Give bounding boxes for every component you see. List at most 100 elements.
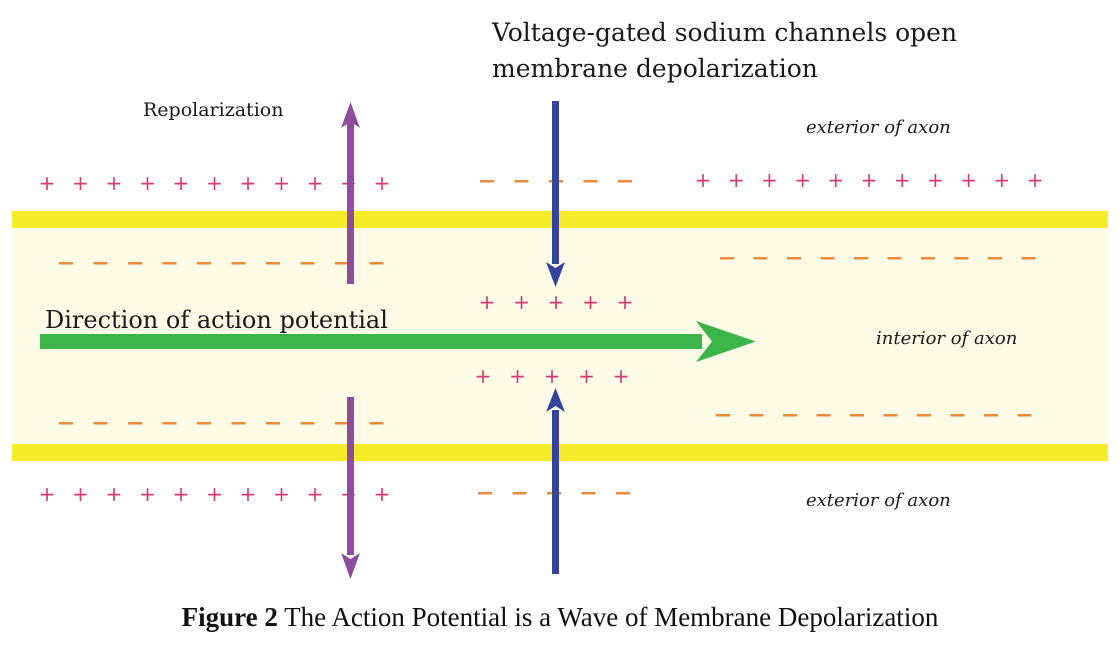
negative-charge	[1017, 414, 1032, 417]
direction-label: Direction of action potential	[45, 306, 388, 334]
charge-markers: + + + + + + + + + + + + + + + + + + + + + + + + + + + + + + + + + + + + + + + +…	[39, 168, 1044, 506]
positive-charge: +	[960, 168, 977, 192]
negative-charge	[266, 422, 280, 425]
negative-charge	[478, 492, 492, 495]
positive-charge: +	[206, 171, 223, 195]
negative-charge	[162, 422, 177, 425]
negative-charge	[162, 262, 177, 265]
positive-charge: +	[173, 171, 190, 195]
positive-charge: +	[240, 482, 257, 506]
negative-charge	[300, 262, 315, 265]
negative-charge	[787, 257, 801, 260]
negative-charge	[716, 414, 730, 417]
positive-charge: +	[475, 364, 492, 388]
negative-charge	[581, 492, 596, 495]
negative-charge	[369, 422, 384, 425]
positive-charge: +	[1027, 168, 1044, 192]
exterior-bottom-label: exterior of axon	[806, 490, 951, 511]
positive-charge: +	[827, 168, 844, 192]
membrane-top	[12, 211, 1108, 228]
positive-charge: +	[39, 482, 56, 506]
negative-charge	[480, 180, 494, 183]
positive-charge: +	[139, 171, 156, 195]
positive-charge: +	[894, 168, 911, 192]
positive-charge: +	[578, 364, 595, 388]
negative-charge	[616, 492, 630, 495]
exterior-top-label: exterior of axon	[806, 117, 951, 138]
positive-charge: +	[374, 171, 391, 195]
depolarization-arrow-down	[546, 101, 565, 287]
negative-charge	[583, 180, 598, 183]
negative-charge	[128, 262, 142, 265]
negative-charge	[850, 414, 864, 417]
membrane-bottom	[12, 444, 1108, 461]
negative-charge	[887, 257, 902, 260]
negative-charge	[950, 414, 965, 417]
negative-charge	[921, 257, 935, 260]
negative-charge	[266, 262, 280, 265]
negative-charge	[128, 422, 142, 425]
negative-charge	[231, 422, 246, 425]
positive-charge: +	[479, 290, 496, 314]
positive-charge: +	[106, 482, 123, 506]
negative-charge	[335, 422, 349, 425]
negative-charge	[335, 262, 349, 265]
positive-charge: +	[695, 168, 712, 192]
negative-charge	[954, 257, 969, 260]
negative-charge	[369, 262, 384, 265]
positive-charge: +	[72, 482, 89, 506]
sodium-channels-label: Voltage-gated sodium channels open	[491, 18, 957, 47]
negative-charge	[93, 262, 108, 265]
positive-charge: +	[374, 482, 391, 506]
negative-charge	[59, 262, 73, 265]
negative-charge	[720, 257, 734, 260]
positive-charge: +	[613, 364, 630, 388]
positive-charge: +	[761, 168, 778, 192]
negative-charge	[783, 414, 797, 417]
positive-charge: +	[307, 482, 324, 506]
positive-charge: +	[794, 168, 811, 192]
positive-charge: +	[582, 290, 599, 314]
positive-charge: +	[509, 364, 526, 388]
depolarization-label: membrane depolarization	[492, 54, 818, 83]
negative-charge	[820, 257, 835, 260]
negative-charge	[59, 422, 73, 425]
positive-charge: +	[139, 482, 156, 506]
positive-charge: +	[927, 168, 944, 192]
depolarization-arrow-up	[546, 388, 565, 574]
negative-charge	[618, 180, 632, 183]
positive-charge: +	[206, 482, 223, 506]
positive-charge: +	[548, 290, 565, 314]
direction-arrow	[40, 321, 756, 362]
negative-charge	[988, 257, 1002, 260]
positive-charge: +	[993, 168, 1010, 192]
figure-caption: Figure 2 The Action Potential is a Wave …	[0, 602, 1120, 633]
negative-charge	[984, 414, 998, 417]
positive-charge: +	[728, 168, 745, 192]
positive-charge: +	[544, 364, 561, 388]
figure-title: The Action Potential is a Wave of Membra…	[277, 602, 939, 632]
negative-charge	[300, 422, 315, 425]
negative-charge	[1021, 257, 1036, 260]
repolarization-arrow-down	[341, 397, 360, 579]
negative-charge	[749, 414, 764, 417]
positive-charge: +	[617, 290, 634, 314]
negative-charge	[514, 180, 529, 183]
positive-charge: +	[861, 168, 878, 192]
negative-charge	[93, 422, 108, 425]
positive-charge: +	[39, 171, 56, 195]
positive-charge: +	[173, 482, 190, 506]
positive-charge: +	[106, 171, 123, 195]
negative-charge	[854, 257, 868, 260]
negative-charge	[883, 414, 898, 417]
repolarization-arrow-up	[341, 102, 360, 284]
positive-charge: +	[273, 482, 290, 506]
negative-charge	[816, 414, 831, 417]
positive-charge: +	[240, 171, 257, 195]
positive-charge: +	[273, 171, 290, 195]
positive-charge: +	[307, 171, 324, 195]
negative-charge	[231, 262, 246, 265]
positive-charge: +	[513, 290, 530, 314]
positive-charge: +	[72, 171, 89, 195]
